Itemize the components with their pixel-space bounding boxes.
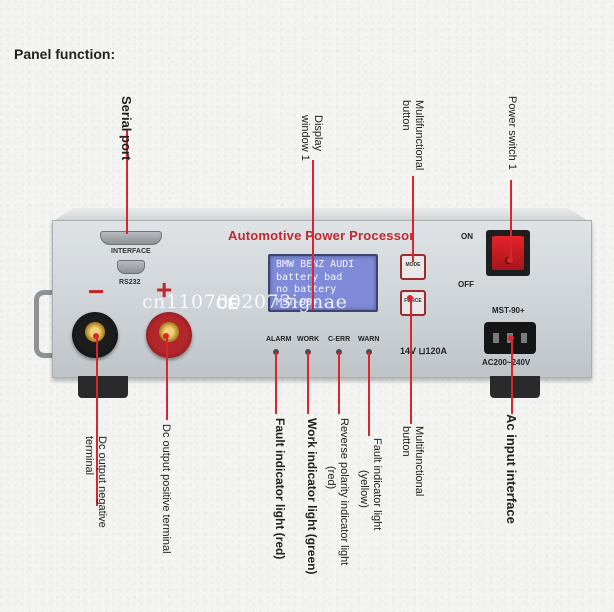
callout-multi-bottom-line1: Multifunctional bbox=[413, 426, 425, 497]
ac-voltage-label: AC200~240V bbox=[482, 358, 531, 367]
callout-multi-top-line2: button bbox=[400, 100, 412, 131]
device-foot-left bbox=[78, 376, 128, 398]
callout-line-dc-pos bbox=[166, 336, 168, 420]
callout-multi-bottom-line2: button bbox=[400, 426, 412, 457]
socket-pin-icon bbox=[493, 333, 499, 343]
rs232-label: RS232 bbox=[119, 279, 141, 286]
callout-line-power bbox=[510, 180, 512, 260]
lcd-line-4: MST-90+ bbox=[276, 296, 319, 308]
callout-dc-neg-line2: terminal bbox=[83, 436, 95, 476]
callout-line-alarm bbox=[275, 352, 277, 414]
lcd-line-3: no battery bbox=[276, 284, 337, 295]
interface-label: INTERFACE bbox=[111, 248, 151, 255]
callout-work-green: Work indicator light (green) bbox=[305, 418, 319, 575]
callout-line-multi-top bbox=[412, 176, 414, 262]
callout-line-ac bbox=[511, 338, 513, 414]
model-label: MST-90+ bbox=[492, 306, 525, 315]
terminal-nut-icon bbox=[85, 322, 105, 342]
callout-multi-top-line1: Multifunctional bbox=[413, 100, 425, 171]
socket-pin-icon bbox=[521, 333, 527, 343]
callout-dc-pos: Dc output positive terminal bbox=[160, 424, 172, 554]
rating-label: 14V ⊔120A bbox=[400, 346, 448, 356]
callout-power-switch: Power switch 1 bbox=[506, 96, 518, 170]
callout-display-line2: window 1 bbox=[299, 115, 311, 161]
callout-reverse-line1: Reverse polarity indicator light bbox=[338, 418, 350, 566]
callout-dot-dc-neg bbox=[93, 333, 99, 339]
power-rocker-icon bbox=[492, 236, 524, 270]
callout-line-warn bbox=[368, 352, 370, 436]
display-window: BMW BENZ AUDI battery bad no battery MST… bbox=[268, 254, 378, 312]
device-foot-right bbox=[490, 376, 540, 398]
callout-dot-ac bbox=[508, 335, 514, 341]
off-label: OFF bbox=[458, 280, 474, 289]
page-heading: Panel function: bbox=[14, 46, 116, 62]
callout-fault-yellow-line2: (yellow) bbox=[358, 470, 370, 508]
callout-line-cerr bbox=[338, 352, 340, 414]
callout-display-line1: Display bbox=[312, 115, 324, 152]
terminal-nut-icon bbox=[159, 322, 179, 342]
ce-mark: CE bbox=[216, 296, 239, 313]
callout-line-serial bbox=[126, 130, 128, 234]
mode-button[interactable]: MODE bbox=[400, 254, 426, 280]
power-switch[interactable] bbox=[486, 230, 530, 276]
callout-fault-yellow-line1: Fault indicator light bbox=[371, 438, 383, 531]
ac-input-socket[interactable] bbox=[484, 322, 536, 354]
serial-port-db25 bbox=[100, 231, 162, 245]
plus-sign: + bbox=[156, 274, 173, 305]
force-button[interactable]: FORCE bbox=[400, 290, 426, 316]
callout-line-work bbox=[307, 352, 309, 414]
callout-line-dc-neg bbox=[96, 336, 98, 506]
callout-serial-port: Serial port bbox=[119, 96, 134, 161]
watermark: cn1107002073ignae bbox=[142, 291, 348, 313]
callout-dot-power bbox=[507, 257, 513, 263]
callout-fault-red: Fault indicator light (red) bbox=[273, 418, 287, 560]
callout-dot-dc-pos bbox=[163, 333, 169, 339]
led-label-work: WORK bbox=[297, 336, 320, 343]
brand-title: Automotive Power Processor bbox=[228, 228, 415, 243]
device-top-edge bbox=[52, 208, 590, 222]
on-label: ON bbox=[461, 232, 473, 241]
callout-dc-neg-line1: Dc output negative bbox=[96, 436, 108, 528]
led-label-alarm: ALARM bbox=[266, 336, 292, 343]
led-label-warn: WARN bbox=[358, 336, 380, 343]
callout-dot-multi-bottom bbox=[407, 295, 413, 301]
minus-sign: − bbox=[88, 276, 105, 307]
rs232-port bbox=[117, 260, 145, 274]
led-label-cerr: C-ERR bbox=[328, 336, 351, 343]
dc-positive-terminal[interactable] bbox=[146, 312, 192, 358]
carry-handle bbox=[34, 290, 55, 358]
callout-reverse-line2: (red) bbox=[325, 466, 337, 490]
lcd-line-2: battery bad bbox=[276, 271, 343, 283]
callout-line-multi-bottom bbox=[410, 298, 412, 424]
callout-line-display bbox=[312, 160, 314, 310]
callout-ac-input: Ac input interface bbox=[504, 414, 519, 524]
lcd-line-1: BMW BENZ AUDI bbox=[276, 259, 355, 270]
